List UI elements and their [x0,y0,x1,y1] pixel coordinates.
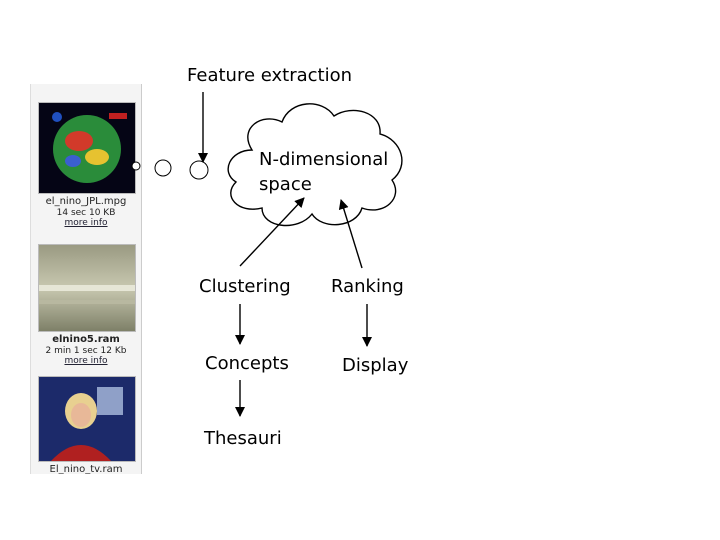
result-caption-2: elnino5.ram 2 min 1 sec 12 Kb more info [31,334,141,366]
large-circle-connector [189,160,209,180]
result-title[interactable]: El_nino_tv.ram [49,464,123,474]
space-label-line1: N-dimensional [259,149,389,170]
medium-circle-connector [154,159,172,177]
result-meta: 2 min 1 sec 12 Kb [45,345,127,356]
result-caption-3: El_nino_tv.ram [31,464,141,474]
result-title[interactable]: elnino5.ram [52,334,120,345]
cloud-shape [227,103,403,227]
clustering-to-space-arrow [239,197,305,267]
result-thumbnail-sea[interactable] [38,244,136,332]
ranking-to-space-arrow [338,199,363,269]
space-label-line2: space [259,174,312,195]
video-results-strip: el_nino_JPL.mpg 14 sec 10 KB more info e… [30,84,142,474]
result-thumbnail-globe[interactable] [38,102,136,194]
result-caption-1: el_nino_JPL.mpg 14 sec 10 KB more info [31,196,141,228]
more-info-link[interactable]: more info [64,217,108,228]
more-info-link[interactable]: more info [64,355,108,366]
concepts-label: Concepts [205,353,289,374]
result-title[interactable]: el_nino_JPL.mpg [45,196,127,207]
result-thumbnail-anchor[interactable] [38,376,136,462]
display-label: Display [342,355,409,376]
ranking-label: Ranking [331,276,404,297]
result-meta: 14 sec 10 KB [56,207,116,218]
sea-image [39,245,135,331]
small-circle-connector [131,161,141,171]
globe-image [39,103,135,193]
clustering-label: Clustering [199,276,291,297]
thesauri-label: Thesauri [204,428,282,449]
anchor-image [39,377,135,461]
feature-extraction-label: Feature extraction [187,65,353,86]
